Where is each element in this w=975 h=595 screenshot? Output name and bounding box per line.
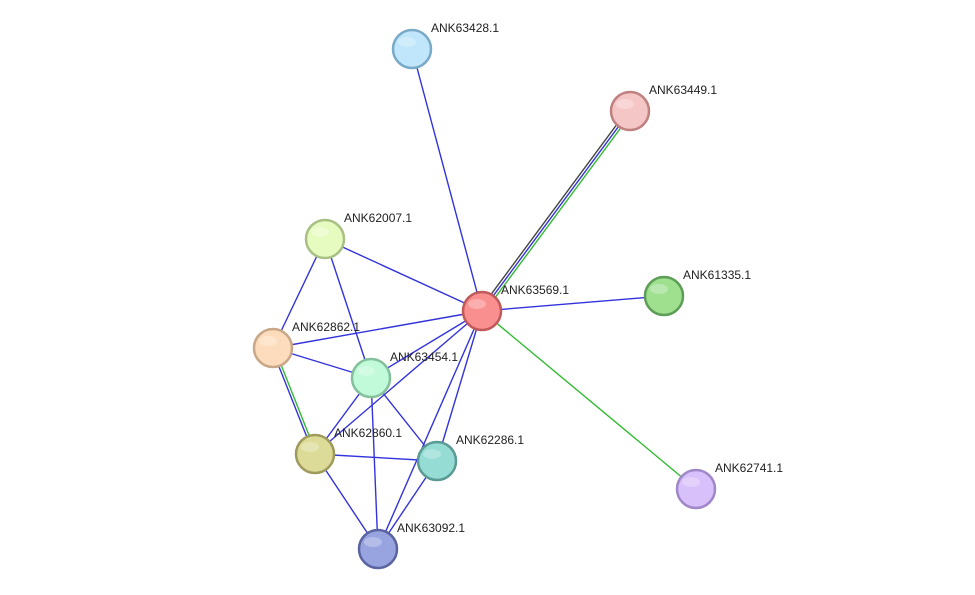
node-ank62741-1[interactable] [675,468,717,510]
node-circle-ank62286-1[interactable] [416,440,458,482]
node-label-ank63449-1: ANK63449.1 [649,83,717,97]
node-ank62007-1[interactable] [304,218,346,260]
edge-ank63454-1-ank63569-1[interactable] [370,310,483,379]
edge-ank63449-1-ank63569-1-1[interactable] [481,110,631,312]
node-highlight [423,449,441,459]
edge-ank62862-1-ank63569-1[interactable] [272,310,483,349]
node-highlight [364,537,382,547]
node-highlight [650,284,668,294]
node-label-ank62286-1: ANK62286.1 [456,433,524,447]
node-label-ank63454-1: ANK63454.1 [390,350,458,364]
node-circle-ank62860-1[interactable] [294,433,336,475]
node-ank63428-1[interactable] [391,28,433,70]
node-circle-ank62741-1[interactable] [675,468,717,510]
node-highlight [311,227,329,237]
edge-ank62007-1-ank63454-1[interactable] [324,238,372,379]
edge-ank62741-1-ank63569-1[interactable] [481,310,697,490]
node-circle-ank62862-1[interactable] [252,327,294,369]
node-circle-ank61335-1[interactable] [643,275,685,317]
node-highlight [468,299,486,309]
node-label-ank63569-1: ANK63569.1 [501,283,569,297]
node-circle-ank63092-1[interactable] [357,528,399,570]
edge-ank62007-1-ank63569-1[interactable] [324,238,483,312]
node-ank61335-1[interactable] [643,275,685,317]
edge-ank63454-1-ank63092-1[interactable] [370,377,379,550]
edge-ank63449-1-ank63569-1-2[interactable] [479,109,629,310]
node-label-ank63092-1: ANK63092.1 [397,521,465,535]
node-circle-ank63449-1[interactable] [609,90,651,132]
node-ank62862-1[interactable] [252,327,294,369]
node-label-ank62741-1: ANK62741.1 [715,461,783,475]
nodes-layer [252,28,717,570]
node-highlight [357,366,375,376]
node-circle-ank62007-1[interactable] [304,218,346,260]
edge-ank62286-1-ank63569-1[interactable] [436,310,483,462]
node-highlight [682,477,700,487]
node-highlight [616,99,634,109]
node-highlight [259,336,277,346]
node-circle-ank63428-1[interactable] [391,28,433,70]
node-ank63449-1[interactable] [609,90,651,132]
edge-ank63428-1-ank63569-1[interactable] [411,48,483,312]
node-circle-ank63454-1[interactable] [350,357,392,399]
node-ank62286-1[interactable] [416,440,458,482]
edge-ank63092-1-ank63569-1[interactable] [377,310,483,550]
edge-ank63449-1-ank63569-1-0[interactable] [483,112,633,313]
node-highlight [398,37,416,47]
node-label-ank63428-1: ANK63428.1 [431,21,499,35]
edge-ank62860-1-ank63569-1[interactable] [314,310,483,455]
edge-ank61335-1-ank63569-1[interactable] [481,295,665,312]
node-ank62860-1[interactable] [294,433,336,475]
node-ank63454-1[interactable] [350,357,392,399]
node-ank63569-1[interactable] [461,290,503,332]
node-circle-ank63569-1[interactable] [461,290,503,332]
node-highlight [301,442,319,452]
node-label-ank62860-1: ANK62860.1 [334,426,402,440]
node-label-ank61335-1: ANK61335.1 [683,268,751,282]
node-ank63092-1[interactable] [357,528,399,570]
node-label-ank62862-1: ANK62862.1 [292,320,360,334]
labels-layer: ANK63428.1ANK63449.1ANK62007.1ANK63569.1… [292,21,783,535]
node-label-ank62007-1: ANK62007.1 [344,211,412,225]
